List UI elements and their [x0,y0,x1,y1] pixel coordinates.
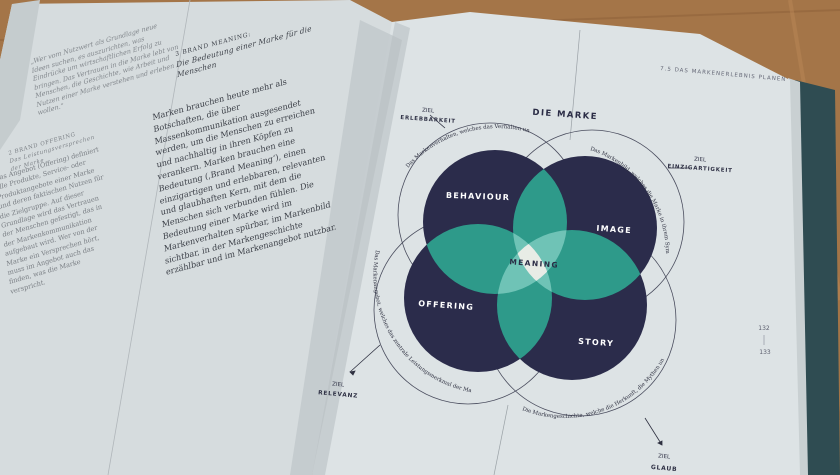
overlap-regions [423,156,647,372]
page-number-right: 133 [759,349,771,356]
goal-relevanz: RELEVANZ [318,390,358,399]
image-label: IMAGE [596,224,632,235]
story-label: STORY [578,337,615,348]
goal-einzigartigkeit: EINZIGARTIGKEIT [667,164,733,175]
goal-prefix-relevanz: ZIEL [332,381,345,388]
goal-prefix-einzigartigkeit: ZIEL [694,157,707,164]
offering-label: OFFERING [418,299,474,312]
behaviour-description: Das Markenverhalten, welches das Verhalt… [0,0,531,169]
goal-prefix-erlebbarkeit: ZIEL [422,108,435,115]
goal-prefix-glaub: ZIEL [658,453,671,460]
goal-glaub: GLAUB [651,464,678,473]
offering-description: Das Markenangebot, welches das zentrale … [0,0,473,394]
goal-erlebbarkeit: ERLEBBARKEIT [400,115,456,125]
diagram-title: DIE MARKE [532,108,598,123]
behaviour-label: BEHAVIOUR [446,191,511,202]
meaning-label: MEANING [509,257,559,269]
running-head: 7.5 DAS MARKENERLEBNIS PLANEN [660,66,787,83]
goal-pointers [349,114,690,446]
page-number-left: 132 [758,325,770,332]
meaning-center [513,230,552,294]
